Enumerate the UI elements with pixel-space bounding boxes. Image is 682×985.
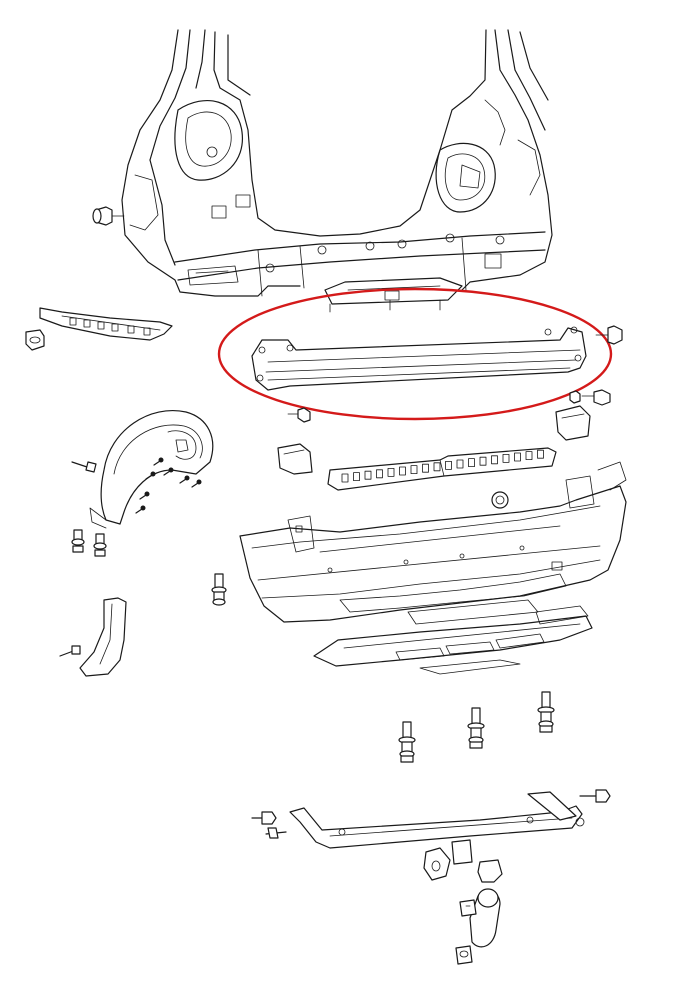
bumper-side-bracket-left — [277, 443, 313, 475]
rear-bumper-cover — [239, 461, 627, 623]
detachable-tow-ball — [459, 888, 501, 948]
self-tapping-screw-icon — [135, 505, 146, 514]
stud-bolt-icon — [467, 707, 485, 749]
self-tapping-screw-icon — [179, 475, 190, 484]
screw-icon — [595, 325, 623, 345]
rail-slot — [422, 463, 429, 473]
rail-slot — [433, 462, 441, 472]
rail-slot — [445, 460, 452, 470]
rail-slot — [525, 451, 533, 461]
bolt-icon — [265, 827, 287, 839]
self-tapping-screw-icon — [191, 479, 202, 488]
tow-ball-cap-icon — [477, 859, 503, 883]
rail-slot — [479, 456, 487, 466]
rail-slot — [468, 458, 475, 468]
rubber-buffer-icon — [25, 329, 45, 351]
tow-bar-crossmember — [289, 791, 585, 849]
grommet-icon — [491, 491, 509, 509]
rail-slot — [456, 459, 464, 469]
stud-bolt-icon — [537, 691, 555, 733]
rail-slot — [387, 467, 395, 477]
tow-bar-mount-block — [423, 839, 473, 881]
screw-icon — [287, 407, 311, 423]
rail-slot — [341, 473, 349, 483]
rail-slot — [376, 469, 383, 479]
lower-diffuser-panel — [313, 599, 593, 675]
rail-slot — [410, 465, 418, 475]
stud-bolt-icon — [211, 573, 227, 606]
rail-slot — [502, 453, 510, 463]
rear-body-structure — [121, 29, 553, 313]
rail-slot — [399, 466, 406, 476]
wheel-arch-liner — [89, 410, 214, 529]
side-guide-bracket — [39, 307, 173, 341]
screw-icon — [581, 389, 611, 406]
rail-slot — [353, 472, 360, 482]
tow-bar-socket — [455, 945, 473, 965]
rear-bumper-reinforcement-beam — [251, 326, 587, 391]
mud-flap — [59, 597, 127, 677]
screw-nut-set-icon — [93, 533, 107, 557]
self-tapping-screw-icon — [145, 471, 156, 480]
self-tapping-screw-icon — [163, 467, 174, 476]
rail-slot — [491, 455, 498, 465]
screw-icon — [569, 390, 581, 404]
rail-slot — [537, 449, 544, 459]
bumper-mounting-rail — [327, 447, 557, 491]
screw-icon — [71, 461, 97, 473]
plug-grommet-icon — [92, 206, 125, 226]
bolt-icon — [579, 789, 611, 803]
stud-bolt-icon — [398, 721, 416, 763]
screw-nut-set-icon — [71, 529, 85, 553]
self-tapping-screw-icon — [153, 457, 164, 466]
self-tapping-screw-icon — [139, 491, 150, 500]
bolt-icon — [251, 811, 277, 825]
highlight-ellipse — [217, 287, 613, 421]
rail-slot — [514, 452, 521, 462]
rail-slot — [364, 470, 372, 480]
bumper-side-bracket-right — [555, 405, 591, 441]
